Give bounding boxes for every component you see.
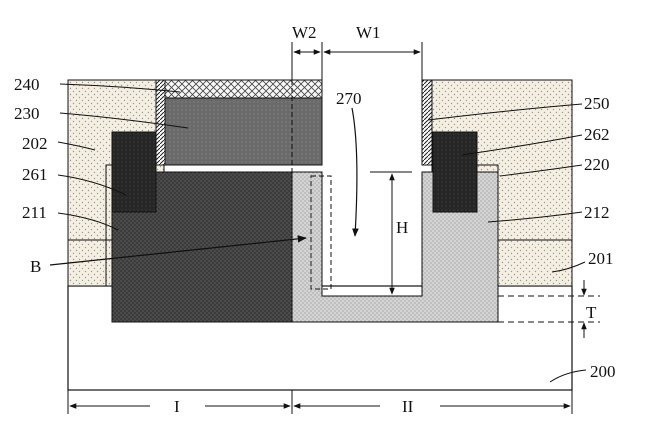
leader-250 xyxy=(427,103,583,121)
label-region-i: I xyxy=(174,397,180,416)
leader-270 xyxy=(351,107,359,237)
label-region-ii: II xyxy=(402,397,414,416)
label-240: 240 xyxy=(14,75,40,94)
label-261: 261 xyxy=(22,165,48,184)
label-212: 212 xyxy=(584,203,610,222)
label-202: 202 xyxy=(22,134,48,153)
leader-211 xyxy=(57,212,119,231)
label-262: 262 xyxy=(584,125,610,144)
leader-262 xyxy=(461,134,583,156)
leader-261 xyxy=(57,174,127,196)
label-230: 230 xyxy=(14,104,40,123)
leader-240 xyxy=(59,83,181,93)
spacer-250-left xyxy=(155,79,166,166)
contact-261 xyxy=(111,131,157,213)
label-w1: W1 xyxy=(356,23,381,42)
region-b-dashed xyxy=(310,175,332,290)
leader-202 xyxy=(57,141,96,151)
leader-b xyxy=(49,235,307,266)
leader-220 xyxy=(499,164,583,177)
label-250: 250 xyxy=(584,94,610,113)
label-211: 211 xyxy=(22,203,47,222)
leader-200 xyxy=(549,369,587,383)
label-w2: W2 xyxy=(292,23,317,42)
label-b: B xyxy=(30,257,41,276)
leader-201 xyxy=(551,261,586,273)
label-270: 270 xyxy=(336,89,362,108)
label-t: T xyxy=(586,303,597,322)
label-201: 201 xyxy=(588,249,614,268)
label-220: 220 xyxy=(584,155,610,174)
label-200: 200 xyxy=(590,362,616,381)
cap-240 xyxy=(164,79,323,99)
leader-212 xyxy=(487,211,583,223)
label-h: H xyxy=(396,218,408,237)
leader-230 xyxy=(59,112,189,129)
contact-262 xyxy=(432,131,478,213)
gate-230 xyxy=(164,97,323,166)
spacer-250-right xyxy=(421,79,433,166)
